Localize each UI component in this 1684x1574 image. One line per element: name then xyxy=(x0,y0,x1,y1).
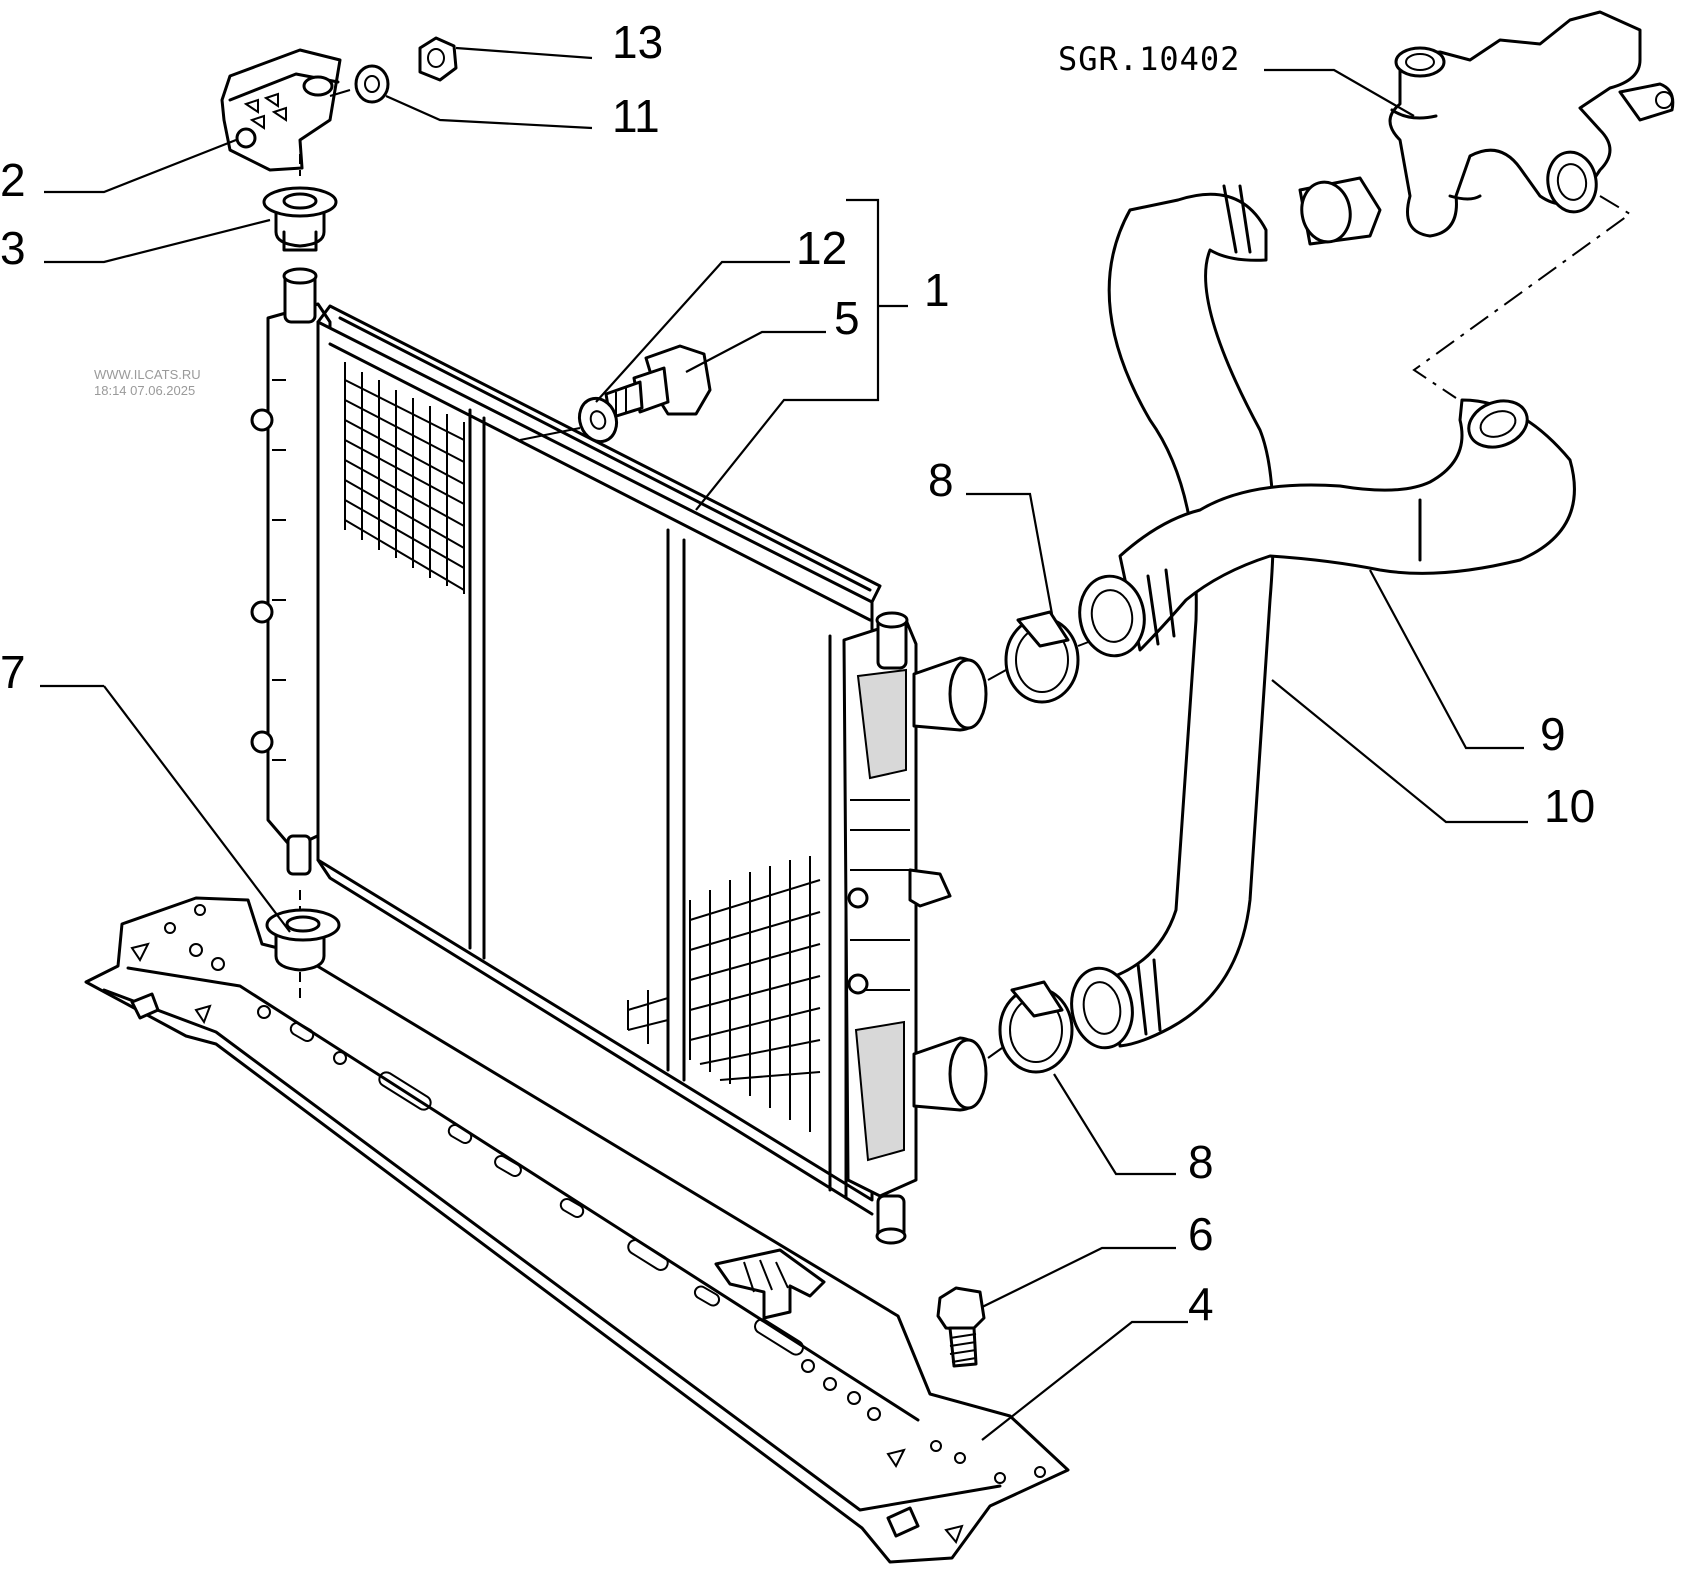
callout-9: 9 xyxy=(1540,708,1566,760)
callout-11: 11 xyxy=(612,90,660,142)
hose-clamp-lower xyxy=(998,980,1074,1074)
bolt xyxy=(936,1286,986,1368)
crossmember-left-mount xyxy=(130,992,160,1020)
upper-radiator-hose xyxy=(1078,398,1576,658)
callout-3: 3 xyxy=(0,222,26,274)
upper-mounting-bracket xyxy=(220,48,342,172)
lower-grommet xyxy=(265,908,341,972)
callout-7: 7 xyxy=(0,646,26,698)
radiator-fins-upper-left xyxy=(344,362,465,594)
radiator-sensor-boss xyxy=(908,868,952,908)
nut xyxy=(418,36,458,82)
thermostat-housing xyxy=(1298,10,1675,246)
callout-8-top: 8 xyxy=(928,454,954,506)
callout-10: 10 xyxy=(1544,780,1595,832)
radiator-bottom-pin xyxy=(286,834,312,876)
upper-grommet xyxy=(262,186,338,252)
hose-clamp-upper xyxy=(1004,610,1080,704)
callout-13: 13 xyxy=(612,16,663,68)
callout-12: 12 xyxy=(796,222,847,274)
callout-1: 1 xyxy=(924,264,950,316)
callout-6: 6 xyxy=(1188,1208,1214,1260)
watermark-site: WWW.ILCATS.RU xyxy=(94,367,201,382)
drain-plug xyxy=(604,344,712,420)
left-tank-nipple-upper xyxy=(250,408,274,432)
callout-8-bottom: 8 xyxy=(1188,1136,1214,1188)
callout-labels: 13 11 2 3 12 1 5 8 7 9 10 8 6 4 SGR.1040… xyxy=(0,16,1595,1330)
crossmember-holes xyxy=(164,904,1046,1484)
leader-lines xyxy=(40,46,1528,1441)
radiator-fins-lower-right xyxy=(627,856,821,1132)
watermark-timestamp: 18:14 07.06.2025 xyxy=(94,383,195,398)
callout-2: 2 xyxy=(0,154,26,206)
callout-4: 4 xyxy=(1188,1278,1214,1330)
radiator xyxy=(250,267,988,1245)
left-tank-nipple-lower xyxy=(250,730,274,754)
crossmember-right-mount xyxy=(886,1506,920,1538)
left-tank-nipple-middle xyxy=(250,600,274,624)
drain-plug-gasket xyxy=(577,396,619,444)
lower-crossmember xyxy=(84,896,1070,1564)
radiator-core xyxy=(316,320,874,1202)
crossmember-body xyxy=(84,896,1070,1564)
reference-code: SGR.10402 xyxy=(1058,40,1240,78)
washer xyxy=(354,64,390,104)
lower-radiator-hose xyxy=(1070,184,1275,1050)
callout-5: 5 xyxy=(834,292,860,344)
